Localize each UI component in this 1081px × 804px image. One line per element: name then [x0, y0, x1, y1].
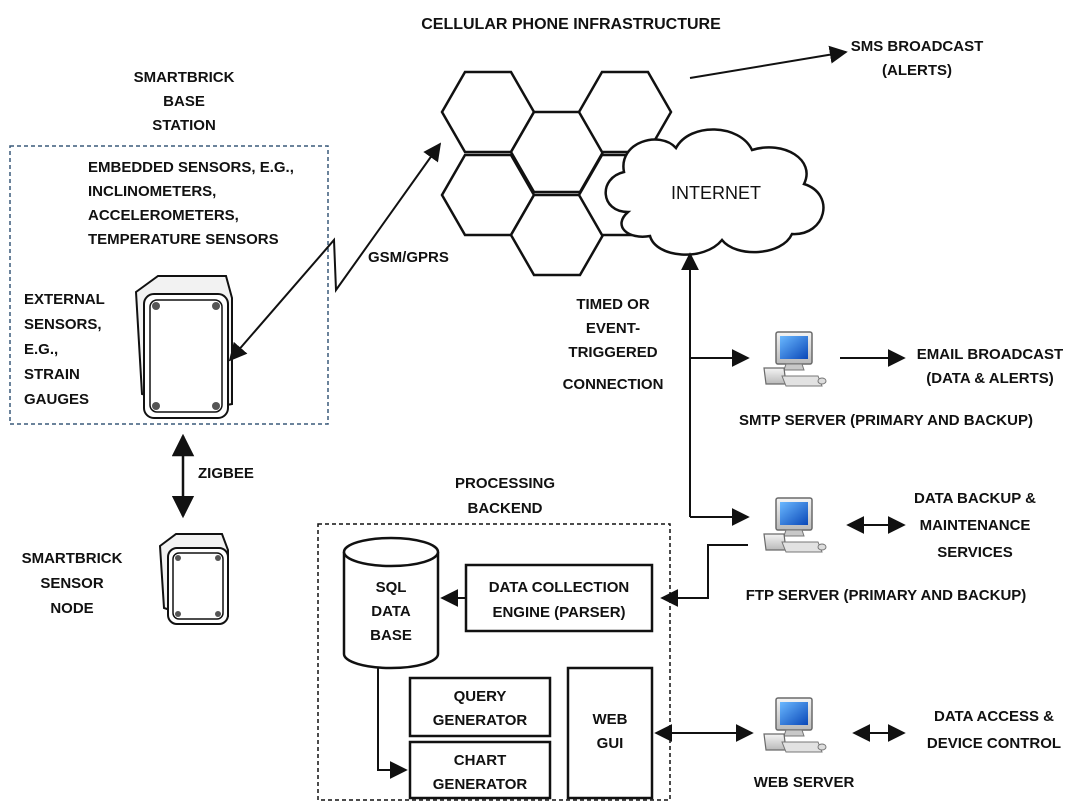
- web-server-computer-icon: [763, 697, 827, 753]
- backup-label-3: SERVICES: [937, 544, 1013, 561]
- sms-alerts-label: (ALERTS): [882, 62, 952, 79]
- query-generator-box: [408, 676, 552, 738]
- external-sensors-line-1: EXTERNAL: [24, 291, 105, 308]
- ftp-to-parser-arrow: [660, 544, 748, 607]
- webgui-label-1: WEB: [593, 711, 628, 728]
- gsm-link-arrow: [228, 142, 442, 362]
- chart-label-1: CHART: [454, 752, 507, 769]
- base-station-label-1: SMARTBRICK: [134, 69, 235, 86]
- db-to-chart-arrow: [377, 668, 408, 779]
- smtp-server-computer-icon: [763, 331, 827, 387]
- query-label-1: QUERY: [454, 688, 507, 705]
- access-label-1: DATA ACCESS &: [934, 708, 1054, 725]
- external-sensors-line-4: STRAIN: [24, 366, 80, 383]
- data-collection-engine-box: [464, 563, 654, 633]
- sql-label-2: DATA: [371, 603, 411, 620]
- sql-database-cylinder-icon: [342, 536, 440, 670]
- connection-label-2: EVENT-: [586, 320, 640, 337]
- sql-label-3: BASE: [370, 627, 412, 644]
- sensor-node-label-1: SMARTBRICK: [22, 550, 123, 567]
- sensor-node-label-2: SENSOR: [40, 575, 104, 592]
- sms-broadcast-label: SMS BROADCAST: [851, 38, 984, 55]
- web-server-label: WEB SERVER: [754, 774, 855, 791]
- query-label-2: GENERATOR: [433, 712, 528, 729]
- web-gui-box: [566, 666, 654, 800]
- parser-label-1: DATA COLLECTION: [489, 579, 630, 596]
- embedded-sensors-line-3: ACCELEROMETERS,: [88, 207, 239, 224]
- internet-cloud-icon: [604, 128, 825, 256]
- base-station-label-2: BASE: [163, 93, 205, 110]
- connection-label-3: TRIGGERED: [568, 344, 657, 361]
- webgui-label-2: GUI: [597, 735, 624, 752]
- chart-generator-box: [408, 740, 552, 800]
- embedded-sensors-line-2: INCLINOMETERS,: [88, 183, 216, 200]
- ftp-server-computer-icon: [763, 497, 827, 553]
- access-label-2: DEVICE CONTROL: [927, 735, 1061, 752]
- zigbee-label: ZIGBEE: [198, 465, 254, 482]
- sensor-node-label-3: NODE: [50, 600, 93, 617]
- external-sensors-line-3: E.G.,: [24, 341, 58, 358]
- backup-label-2: MAINTENANCE: [920, 517, 1031, 534]
- base-station-device-icon: [134, 275, 233, 419]
- email-broadcast-label: EMAIL BROADCAST: [917, 346, 1063, 363]
- chart-label-2: GENERATOR: [433, 776, 528, 793]
- gsm-gprs-label: GSM/GPRS: [368, 249, 449, 266]
- connection-label-1: TIMED OR: [576, 296, 649, 313]
- embedded-sensors-line-4: TEMPERATURE SENSORS: [88, 231, 279, 248]
- connection-label-4: CONNECTION: [563, 376, 664, 393]
- internet-label: INTERNET: [671, 183, 761, 203]
- sms-arrow: [689, 45, 848, 79]
- embedded-sensors-line-1: EMBEDDED SENSORS, E.G.,: [88, 159, 294, 176]
- base-station-label-3: STATION: [152, 117, 216, 134]
- backend-label-1: PROCESSING: [455, 475, 555, 492]
- external-sensors-line-2: SENSORS,: [24, 316, 102, 333]
- smtp-server-label: SMTP SERVER (PRIMARY AND BACKUP): [739, 412, 1033, 429]
- processing-backend-box: [317, 523, 671, 801]
- sql-label-1: SQL: [376, 579, 407, 596]
- email-data-alerts-label: (DATA & ALERTS): [926, 370, 1053, 387]
- backend-label-2: BACKEND: [468, 500, 543, 517]
- ftp-server-label: FTP SERVER (PRIMARY AND BACKUP): [746, 587, 1027, 604]
- sensor-node-device-icon: [158, 533, 229, 625]
- diagram-title: CELLULAR PHONE INFRASTRUCTURE: [421, 16, 721, 33]
- parser-label-2: ENGINE (PARSER): [492, 604, 625, 621]
- backup-label-1: DATA BACKUP &: [914, 490, 1036, 507]
- external-sensors-line-5: GAUGES: [24, 391, 89, 408]
